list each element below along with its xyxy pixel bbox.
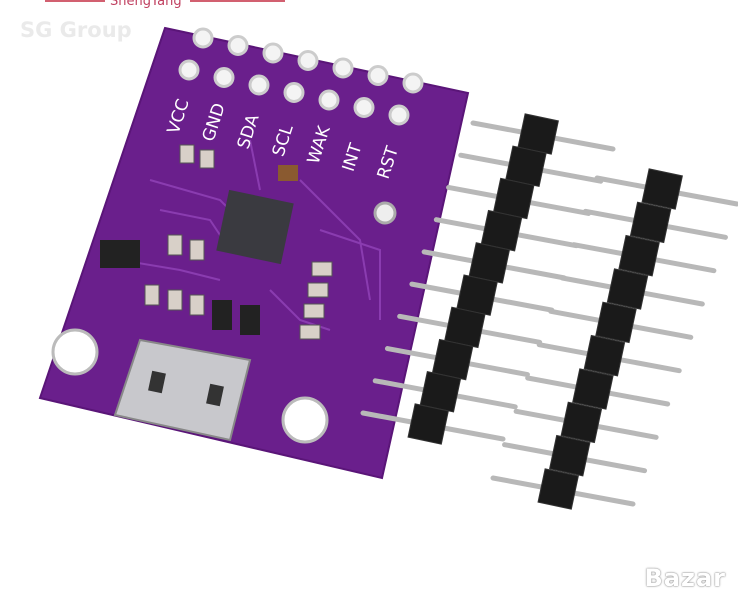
- pin-hole: [283, 82, 305, 103]
- bazar-logo: Bazar: [644, 564, 726, 592]
- watermark-line-left: [45, 0, 105, 2]
- header-block: [595, 301, 637, 344]
- pin-hole: [227, 35, 249, 56]
- mounting-hole: [51, 328, 99, 376]
- pin-hole: [402, 72, 424, 94]
- micro-usb-port: [113, 338, 252, 442]
- header-block: [641, 168, 683, 210]
- header-block: [537, 468, 579, 510]
- header-block: [583, 334, 626, 377]
- pin-hole: [332, 57, 354, 79]
- pin-hole: [213, 67, 235, 88]
- pin-hole: [297, 50, 319, 71]
- pin-hole: [353, 97, 375, 118]
- header-block: [407, 403, 449, 445]
- pin-hole: [178, 59, 200, 81]
- pin-hole: [318, 89, 340, 111]
- watermark-top: ShengYang: [110, 0, 182, 9]
- pin-headers: [360, 113, 738, 510]
- pin-hole: [262, 42, 284, 64]
- pin-hole: [367, 65, 389, 86]
- pin-hole: [248, 74, 270, 96]
- header-block: [606, 268, 649, 310]
- header-block: [549, 434, 591, 477]
- pin-hole: [388, 104, 410, 126]
- header-block: [629, 201, 672, 244]
- header-block: [572, 368, 614, 410]
- pin-hole: [192, 27, 214, 49]
- watermark-line-right: [190, 0, 285, 2]
- watermark-group: SG Group: [20, 18, 132, 42]
- mounting-hole: [281, 396, 329, 444]
- header-block: [560, 401, 603, 444]
- header-block: [618, 234, 660, 277]
- ic-chip: [216, 189, 294, 265]
